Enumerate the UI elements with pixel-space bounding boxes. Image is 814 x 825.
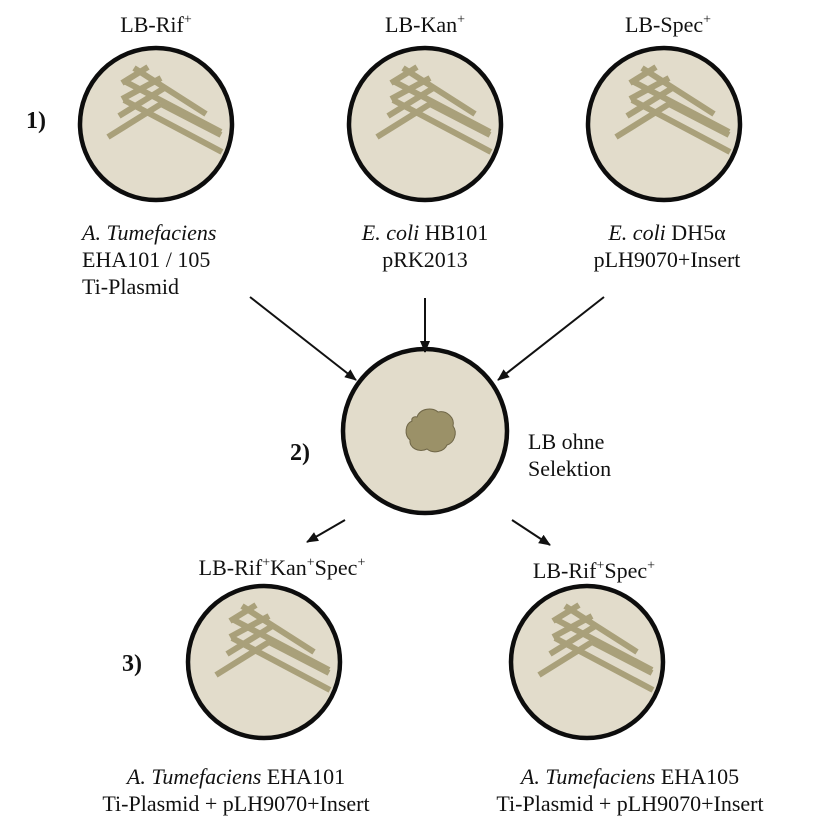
plate-triple <box>185 583 343 741</box>
medium-label-rif: LB-Rif+ <box>120 12 192 37</box>
strain-label-spec: E. coli DH5α pLH9070+Insert <box>593 220 741 272</box>
arrow-spec-to-mix <box>497 296 605 381</box>
strain-label-kan: E. coli HB101 pRK2013 <box>361 220 489 272</box>
strain-label-triple: A. Tumefaciens EHA101 Ti-Plasmid + pLH90… <box>102 764 370 816</box>
step-1-label: 1) <box>26 108 46 134</box>
plate-rif <box>77 45 235 203</box>
medium-label-double: LB-Rif+Spec+ <box>532 558 656 583</box>
arrow-mix-to-triple <box>306 519 346 543</box>
arrow-mix-to-double <box>511 519 551 546</box>
plate-double <box>508 583 666 741</box>
step-2-label: 2) <box>290 440 310 466</box>
plate-mix <box>340 346 510 516</box>
medium-label-kan: LB-Kan+ <box>385 12 465 37</box>
colony-mix <box>405 408 456 453</box>
step-3-label: 3) <box>122 651 142 677</box>
plate-kan <box>346 45 504 203</box>
strain-label-double: A. Tumefaciens EHA105 Ti-Plasmid + pLH90… <box>496 764 764 816</box>
mix-plate-label: LB ohne Selektion <box>528 429 612 481</box>
arrow-rif-to-mix <box>249 296 357 381</box>
medium-label-spec: LB-Spec+ <box>624 12 712 37</box>
strain-label-rif: A. Tumefaciens EHA101 / 105 Ti-Plasmid <box>82 220 217 299</box>
plate-spec <box>585 45 743 203</box>
medium-label-triple: LB-Rif+Kan+Spec+ <box>198 555 366 580</box>
